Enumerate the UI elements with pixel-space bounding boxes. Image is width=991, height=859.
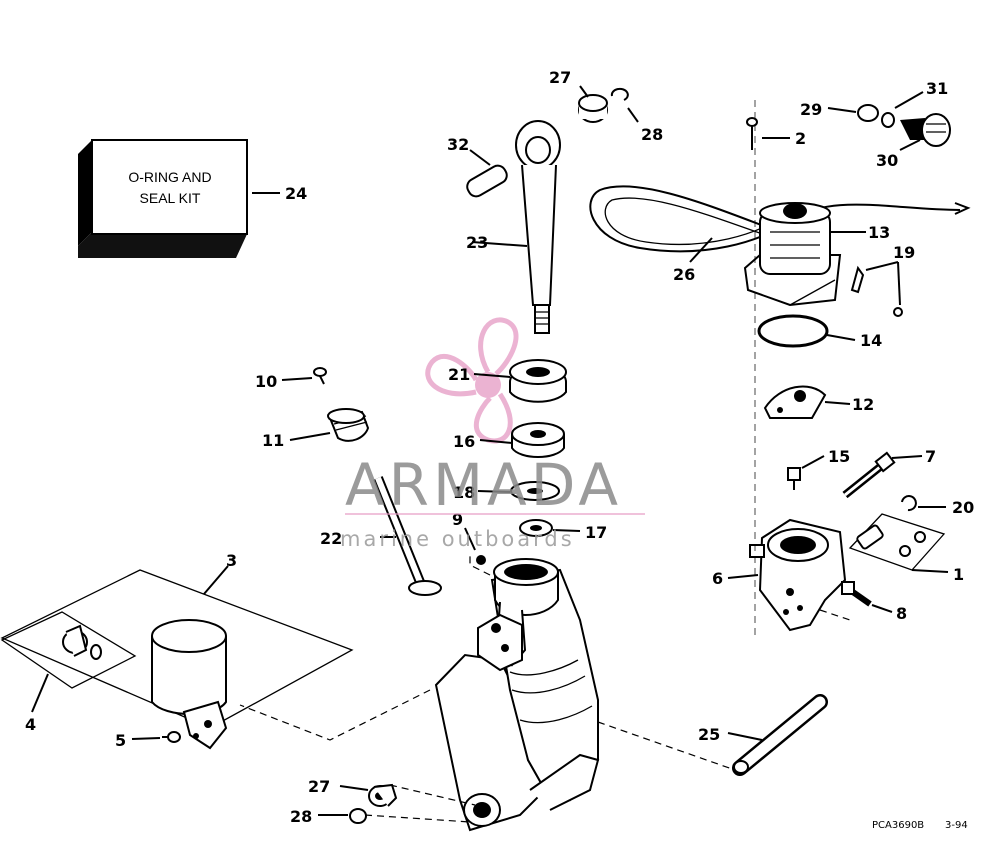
bolt-7 <box>842 451 923 499</box>
callout-21: 21 <box>448 365 470 384</box>
wiring-harness-26 <box>589 185 971 263</box>
callout-32: 32 <box>447 135 469 154</box>
callout-26: 26 <box>673 265 695 284</box>
reservoir-cartridge <box>151 619 228 750</box>
callout-5: 5 <box>115 731 126 750</box>
callout-12: 12 <box>852 395 874 414</box>
callout-27-top: 27 <box>549 68 571 87</box>
bushing-27-bottom <box>339 783 398 807</box>
callout-28-bottom: 28 <box>290 807 312 826</box>
seal-kit-box: O-RING AND SEAL KIT 24 <box>78 139 307 258</box>
callout-27-bottom: 27 <box>308 777 330 796</box>
screw-10 <box>281 367 327 385</box>
callout-16: 16 <box>453 432 475 451</box>
callout-6: 6 <box>712 569 723 588</box>
callout-30: 30 <box>876 151 898 170</box>
callout-2: 2 <box>795 129 806 148</box>
callout-17: 17 <box>585 523 607 542</box>
check-ball-9 <box>464 527 486 565</box>
figure-code: PCA3690B <box>872 820 924 831</box>
clip-19 <box>850 261 903 317</box>
reservoir-kit-3 <box>0 565 354 729</box>
o-ring-14 <box>757 314 856 348</box>
seal-kit-4 <box>0 611 137 713</box>
callout-15: 15 <box>828 447 850 466</box>
valve-kit-1 <box>848 513 949 573</box>
tube-22 <box>373 476 442 596</box>
callout-31: 31 <box>926 79 948 98</box>
plug-11 <box>289 408 370 442</box>
screw-15 <box>787 455 825 490</box>
callout-4: 4 <box>25 715 36 734</box>
ring-20 <box>901 495 946 512</box>
snap-ring-28-top <box>610 87 639 123</box>
callout-25: 25 <box>698 725 720 744</box>
cylinder-cap-21 <box>473 359 567 403</box>
callout-28-top: 28 <box>641 125 663 144</box>
watermark-tagline: marine outboards <box>340 527 575 551</box>
pump-body-6 <box>727 518 847 632</box>
pin-32 <box>466 149 508 198</box>
manifold-housing <box>434 558 600 832</box>
seal-17 <box>519 519 581 537</box>
snap-ring-28-bottom <box>318 808 367 824</box>
callout-18: 18 <box>453 483 475 502</box>
callout-20: 20 <box>952 498 974 517</box>
o-ring-31 <box>881 91 924 128</box>
cap-29 <box>827 104 879 122</box>
callout-24: 24 <box>285 184 307 203</box>
pump-motor-13 <box>743 202 866 307</box>
callout-22: 22 <box>320 529 342 548</box>
fill-plug-30 <box>899 113 951 151</box>
kit-label-line1: O-RING AND <box>128 169 211 185</box>
armada-propeller-logo <box>425 317 519 444</box>
callout-23: 23 <box>466 233 488 252</box>
washer-18 <box>477 481 560 501</box>
callout-14: 14 <box>860 331 882 350</box>
tube-25 <box>727 694 828 776</box>
assembly-guide-lines <box>239 100 851 823</box>
callout-19: 19 <box>893 243 915 262</box>
callout-11: 11 <box>262 431 284 450</box>
callout-3: 3 <box>226 551 237 570</box>
bushing-27-top <box>578 85 608 123</box>
callout-10: 10 <box>255 372 277 391</box>
callout-9: 9 <box>452 510 463 529</box>
watermark-brand: ARMADA <box>345 451 622 519</box>
piston-16 <box>479 422 565 458</box>
callout-13: 13 <box>868 223 890 242</box>
screw-2 <box>746 117 790 150</box>
figure-date: 3-94 <box>945 820 968 831</box>
kit-label-line2: SEAL KIT <box>140 190 201 206</box>
callout-1: 1 <box>953 565 964 584</box>
callout-7: 7 <box>925 447 936 466</box>
callout-29: 29 <box>800 100 822 119</box>
bolt-8 <box>841 581 893 613</box>
callout-8: 8 <box>896 604 907 623</box>
cylinder-rod-23 <box>471 120 561 334</box>
filter-12 <box>763 385 851 419</box>
screw-5 <box>131 731 181 743</box>
